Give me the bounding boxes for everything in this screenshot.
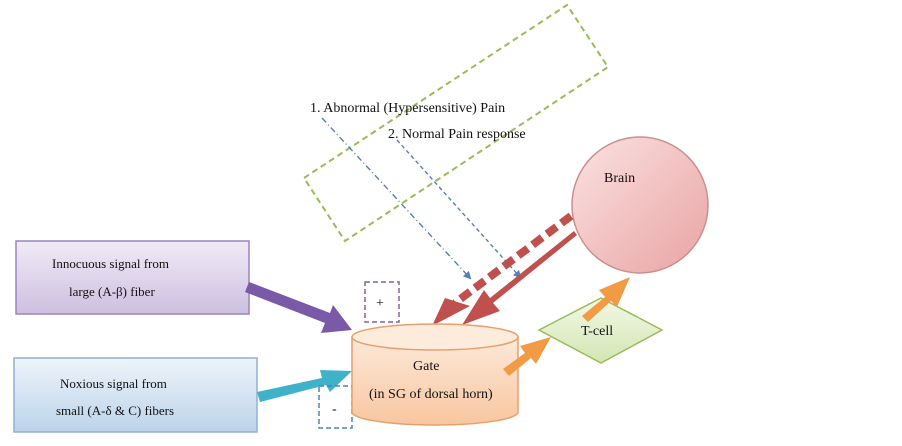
gate-cylinder: [351, 323, 519, 426]
abnormal-pain-label: 1. Abnormal (Hypersensitive) Pain: [310, 101, 505, 116]
minus-modulation-box: [318, 385, 353, 429]
normal-pathway-line: [396, 139, 522, 279]
dashed-pathway-box: [302, 3, 610, 243]
normal-pain-label: 2. Normal Pain response: [388, 127, 526, 142]
tcell-to-brain-arrow: [582, 277, 630, 322]
plus-modulation-box: [364, 281, 400, 323]
gate-to-tcell-arrow: [503, 337, 551, 376]
gate-label-line1: Gate: [413, 359, 439, 374]
gate-label-line2: (in SG of dorsal horn): [369, 387, 493, 402]
noxious-signal-box: [13, 357, 258, 433]
brain-to-gate-arrow: [462, 231, 577, 325]
brain-node: [571, 136, 709, 274]
innocuous-signal-box: [15, 240, 250, 315]
innocuous-label-line2: large (A-β) fiber: [69, 284, 155, 299]
innocuous-to-gate-arrow: [245, 282, 352, 333]
noxious-label-line2: small (A-δ & C) fibers: [56, 403, 174, 418]
innocuous-label-line1: Innocuous signal from: [52, 256, 169, 271]
noxious-label-line1: Noxious signal from: [60, 376, 167, 391]
plus-sign: +: [376, 296, 384, 311]
brain-label: Brain: [604, 171, 635, 186]
minus-sign: -: [332, 402, 337, 417]
noxious-to-gate-arrow: [257, 370, 352, 402]
abnormal-pathway-line: [321, 117, 472, 280]
brain-to-gate-dotted-arrow: [432, 212, 574, 326]
tcell-label: T-cell: [581, 324, 613, 339]
tcell-node: [537, 297, 664, 364]
